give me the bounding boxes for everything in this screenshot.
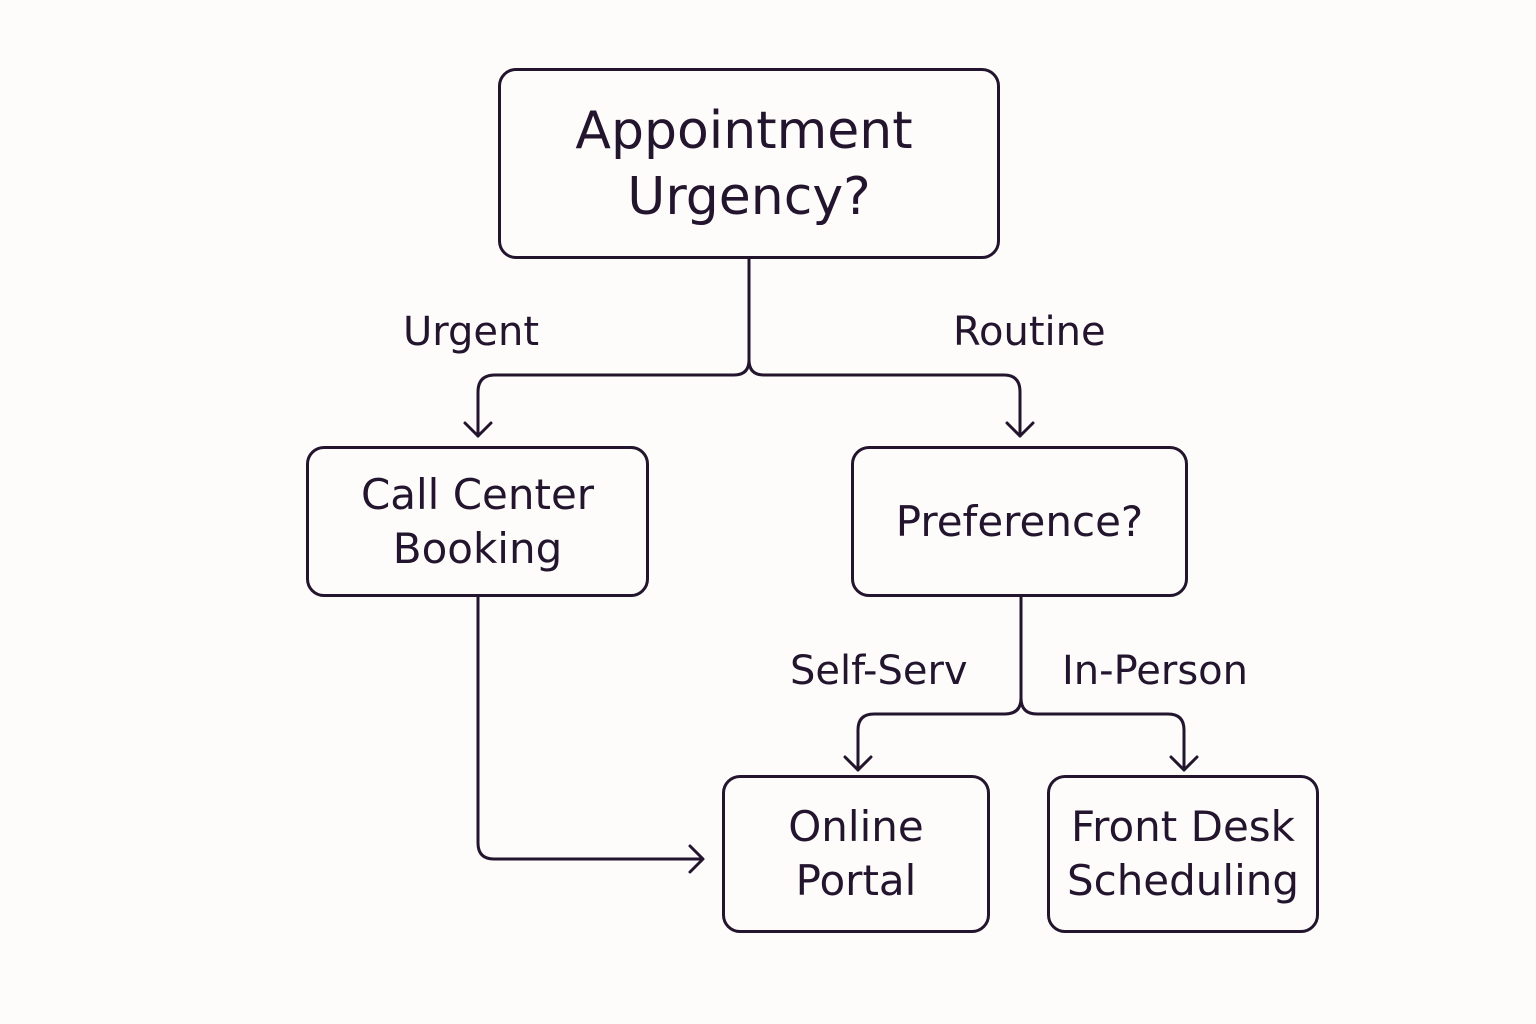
node-online-portal-line2: Portal [795,856,917,905]
node-preference-line1: Preference? [895,496,1144,546]
arrowhead-preference [1005,421,1035,438]
arrowhead-online-portal [843,755,873,772]
arrowhead-call-center [463,421,493,438]
edge-preference-to-front-desk [1019,696,1186,772]
edge-call-center-to-online-portal [476,595,704,861]
edge-label-urgent: Urgent [403,309,540,355]
node-front-desk-scheduling-line2: Scheduling [1066,856,1300,905]
node-appointment-urgency-line2: Urgency? [627,166,871,227]
edge-label-in-person: In-Person [1062,648,1248,694]
edge-root-to-preference [747,358,1022,438]
node-call-center-booking-line1: Call Center [360,469,595,519]
node-appointment-urgency: Appointment Urgency? [498,68,1000,259]
arrowhead-online-portal-left [688,844,705,874]
node-call-center-booking-line2: Booking [392,523,563,573]
edge-preference-to-online-portal [856,595,1023,772]
node-front-desk-scheduling: Front Desk Scheduling [1047,775,1319,933]
edge-label-routine: Routine [953,309,1106,355]
node-call-center-booking: Call Center Booking [306,446,649,597]
node-online-portal-line1: Online [788,802,924,851]
edge-label-self-serv: Self-Serv [790,648,968,694]
node-front-desk-scheduling-line1: Front Desk [1071,802,1295,851]
edge-root-to-call-center [476,257,751,438]
node-appointment-urgency-line1: Appointment [575,100,913,161]
node-online-portal: Online Portal [722,775,990,933]
arrowhead-front-desk [1169,755,1199,772]
node-preference: Preference? [851,446,1188,597]
